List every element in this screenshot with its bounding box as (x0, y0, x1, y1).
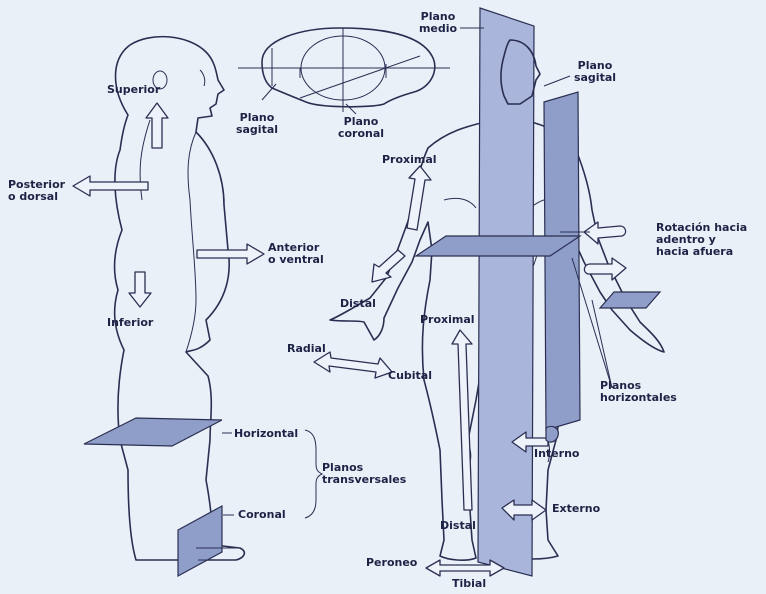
label-plano-medio: Plano medio (418, 10, 458, 35)
label-cubital: Cubital (388, 369, 432, 382)
label-proximal-arm: Proximal (382, 153, 437, 166)
horizontal-plane (83, 417, 223, 447)
label-superior: Superior (107, 83, 161, 96)
label-rotacion: Rotación hacia adentro y hacia afuera (656, 221, 748, 258)
hip-horizontal-plane (414, 235, 582, 257)
label-horizontal: Horizontal (234, 427, 299, 440)
label-planos-horizontales: Planos horizontales (600, 379, 677, 404)
top-view-head (238, 27, 450, 115)
internal-rotation-marker (545, 425, 559, 443)
label-plano-sagital-top: Plano sagital (235, 111, 279, 136)
rotation-bottom-arrow (583, 257, 627, 281)
rotation-top-arrow (583, 221, 627, 245)
inferior-arrow (128, 271, 152, 308)
superior-arrow (145, 102, 169, 149)
label-coronal: Coronal (238, 508, 286, 521)
label-distal-leg: Distal (440, 519, 476, 532)
label-peroneo: Peroneo (366, 556, 418, 569)
distal-arm-arrow (371, 249, 406, 283)
side-view-figure (113, 35, 246, 561)
label-proximal-leg: Proximal (420, 313, 475, 326)
radial-cubital-arrow (313, 351, 393, 379)
hand-horizontal-plane (598, 291, 662, 309)
external-arrow (501, 499, 547, 521)
median-plane (477, 7, 535, 577)
label-posterior: Posterior o dorsal (8, 178, 66, 203)
label-plano-coronal-top: Plano coronal (337, 115, 385, 140)
posterior-arrow (72, 175, 149, 197)
label-interno: Interno (534, 447, 580, 460)
label-externo: Externo (552, 502, 601, 515)
anterior-arrow (196, 243, 265, 265)
sagittal-plane (543, 91, 581, 431)
label-plano-sagital-right: Plano sagital (573, 59, 617, 84)
proximal-leg-arrow (451, 329, 473, 511)
label-distal-arm: Distal (340, 297, 376, 310)
proximal-arm-arrow (406, 165, 432, 231)
label-inferior: Inferior (107, 316, 154, 329)
peroneo-tibial-arrow (425, 559, 505, 577)
label-tibial: Tibial (452, 577, 487, 590)
label-anterior: Anterior o ventral (268, 241, 324, 266)
coronal-plane (177, 504, 223, 578)
label-planos-transversales: Planos transversales (322, 461, 407, 486)
label-radial: Radial (287, 342, 326, 355)
